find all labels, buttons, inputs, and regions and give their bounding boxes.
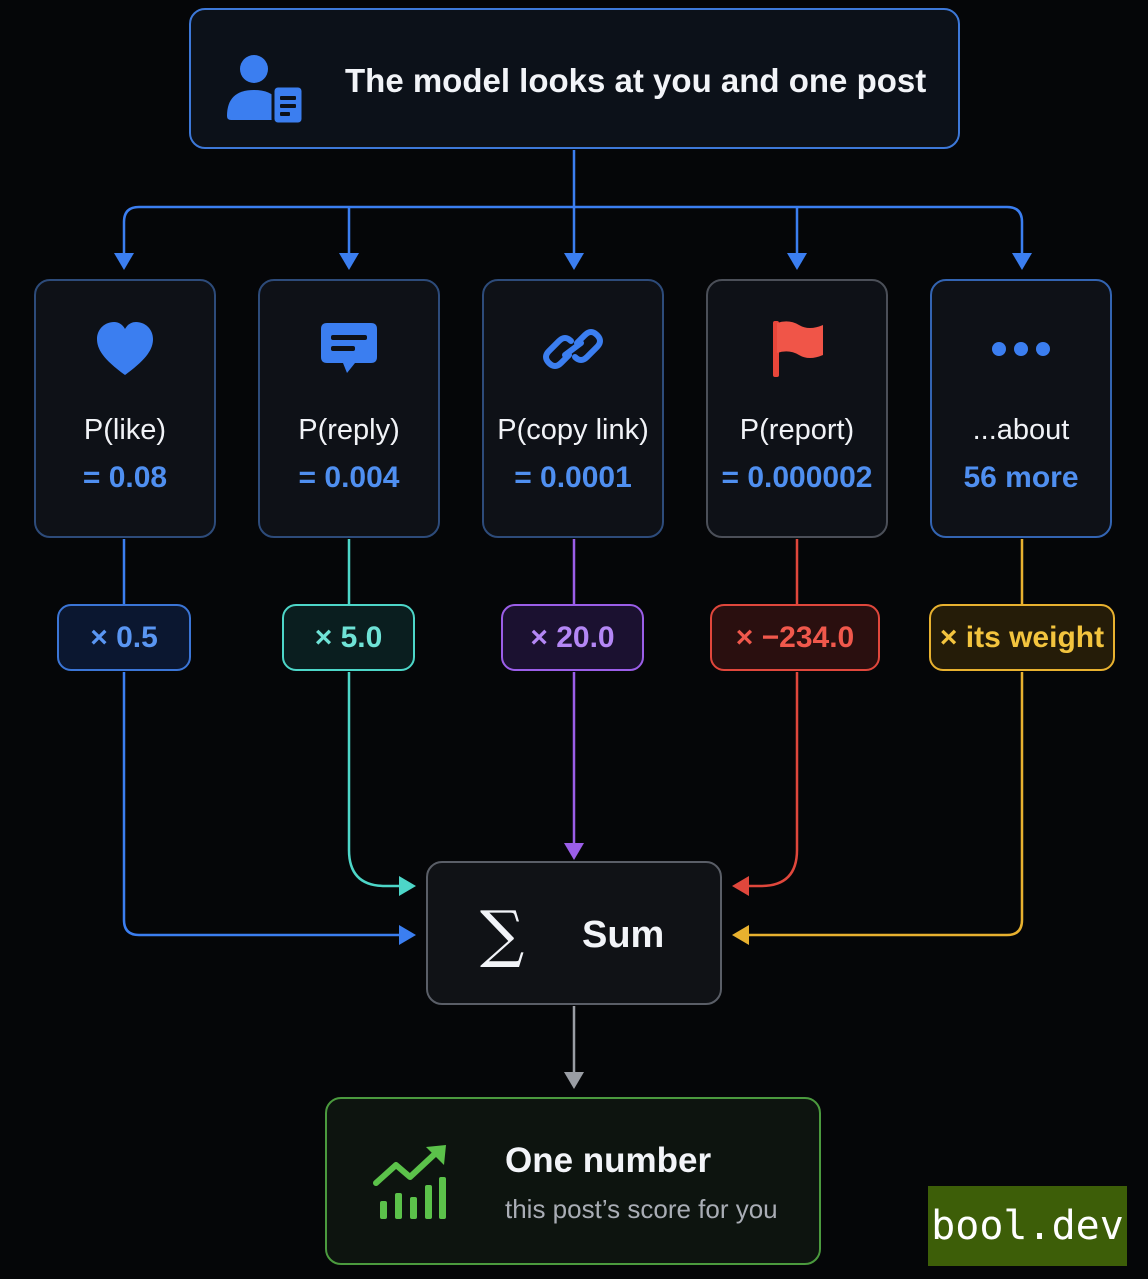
- more-actions-weight-badge: × its weight: [929, 604, 1115, 671]
- brand-watermark: bool.dev: [928, 1186, 1127, 1266]
- chat-bubble-icon: [321, 323, 377, 373]
- copy-link-probability-value: = 0.0001: [514, 461, 632, 494]
- sum-node: ∑ Sum: [426, 861, 722, 1005]
- trending-chart-icon: [373, 1145, 446, 1219]
- more-actions-label: ...about: [972, 414, 1070, 446]
- sum-label: Sum: [582, 914, 665, 956]
- report-probability-label: P(report): [739, 414, 855, 446]
- report-weight-badge: × −234.0: [710, 604, 880, 671]
- reply-probability-value: = 0.004: [298, 461, 400, 494]
- model-input-box: The model looks at you and one post: [189, 8, 960, 149]
- like-probability-value: = 0.08: [82, 461, 168, 494]
- heart-icon: [97, 322, 153, 375]
- card-report: P(report) = 0.000002: [706, 279, 888, 538]
- copy-link-probability-label: P(copy link): [497, 414, 649, 446]
- report-probability-value: = 0.000002: [721, 461, 873, 494]
- copy-link-weight-badge: × 20.0: [501, 604, 644, 671]
- reply-weight-badge: × 5.0: [282, 604, 415, 671]
- ellipsis-icon: [992, 342, 1050, 356]
- result-subtitle: this post’s score for you: [505, 1194, 778, 1224]
- result-title: One number: [505, 1141, 712, 1180]
- like-weight-badge: × 0.5: [57, 604, 191, 671]
- more-actions-count: 56 more: [963, 461, 1079, 494]
- card-more-actions: ...about 56 more: [930, 279, 1112, 538]
- header-title: The model looks at you and one post: [345, 62, 927, 99]
- like-probability-label: P(like): [83, 414, 167, 446]
- sigma-icon: ∑: [480, 897, 525, 970]
- user-post-icon: [227, 55, 305, 126]
- result-node: One number this post’s score for you: [325, 1097, 821, 1265]
- card-reply: P(reply) = 0.004: [258, 279, 440, 538]
- flag-icon: [773, 321, 823, 377]
- link-icon: [543, 329, 603, 369]
- card-copy-link: P(copy link) = 0.0001: [482, 279, 664, 538]
- card-like: P(like) = 0.08: [34, 279, 216, 538]
- reply-probability-label: P(reply): [298, 414, 400, 446]
